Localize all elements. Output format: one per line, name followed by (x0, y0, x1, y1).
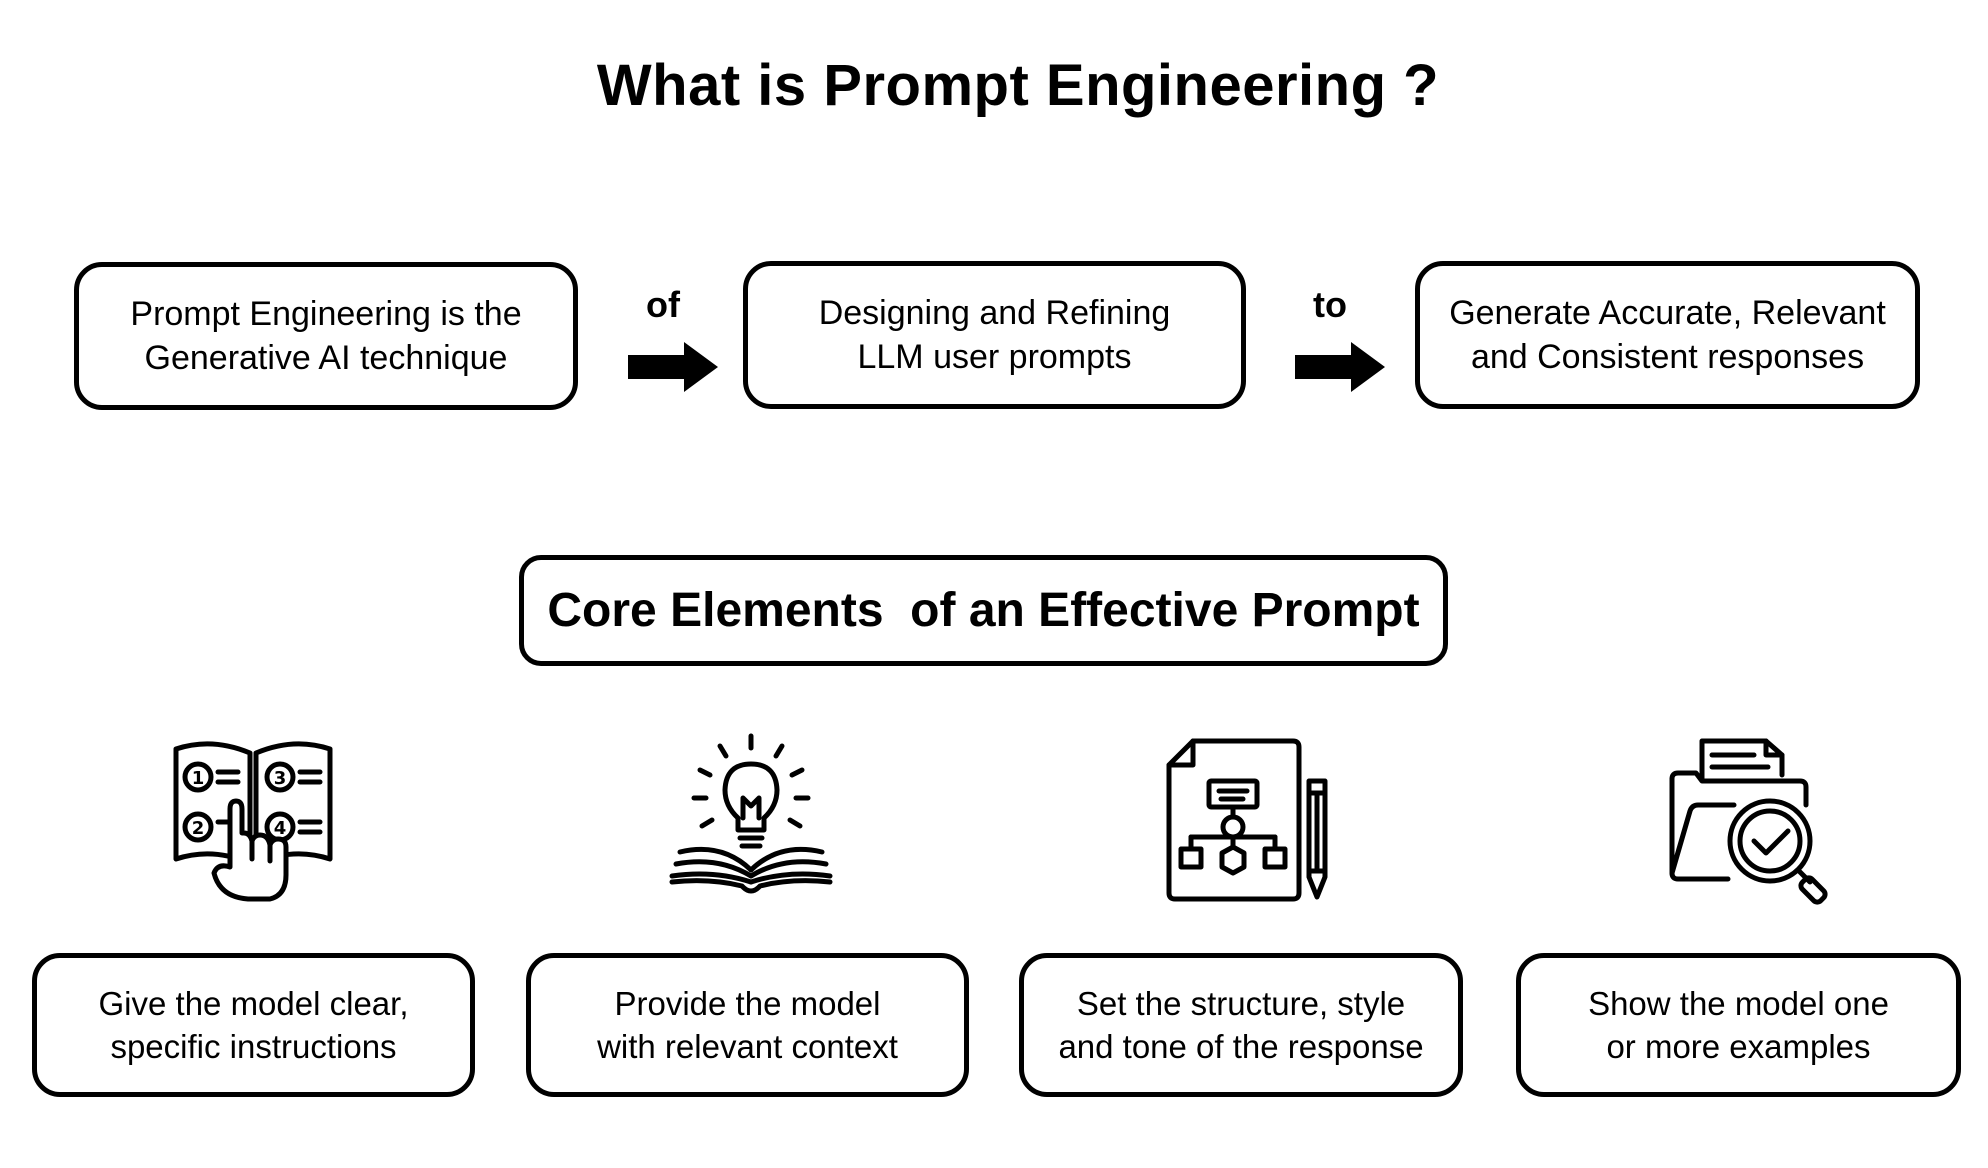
core-elements-title: Core Elements of an Effective Prompt (547, 583, 1420, 637)
definition-line-2: Generative AI technique (144, 339, 508, 377)
element-box-structure: Set the structure, style and tone of the… (1019, 953, 1463, 1097)
flowchart-document-pencil-icon (1166, 738, 1328, 902)
element-box-examples: Show the model one or more examples (1516, 953, 1961, 1097)
definition-box: Prompt Engineering is the Generative AI … (74, 262, 578, 410)
designing-line-1: Designing and Refining (818, 294, 1171, 332)
folder-magnifier-check-icon (1669, 738, 1828, 905)
element-line-1: Give the model clear, (98, 985, 409, 1022)
svg-text:3: 3 (274, 768, 287, 789)
designing-box: Designing and Refining LLM user prompts (743, 261, 1246, 409)
element-line-2: specific instructions (110, 1028, 397, 1065)
outcome-line-1: Generate Accurate, Relevant (1449, 294, 1886, 332)
element-line-2: with relevant context (597, 1028, 898, 1065)
outcome-box: Generate Accurate, Relevant and Consiste… (1415, 261, 1920, 409)
svg-text:2: 2 (192, 818, 205, 839)
svg-text:1: 1 (192, 768, 205, 789)
element-line-2: or more examples (1606, 1028, 1871, 1065)
element-line-1: Provide the model (614, 985, 881, 1022)
right-arrow-icon (628, 342, 718, 392)
element-line-1: Show the model one (1588, 985, 1889, 1022)
designing-line-2: LLM user prompts (857, 338, 1132, 376)
right-arrow-icon (1295, 342, 1385, 392)
element-line-2: and tone of the response (1058, 1028, 1424, 1065)
definition-line-1: Prompt Engineering is the (130, 295, 522, 333)
connector-word-of: of (646, 284, 680, 325)
element-line-1: Set the structure, style (1076, 985, 1406, 1022)
svg-text:4: 4 (274, 818, 287, 839)
element-box-context: Provide the model with relevant context (526, 953, 969, 1097)
connector-of: of (608, 284, 718, 404)
connector-word-to: to (1313, 284, 1347, 325)
connector-to: to (1275, 284, 1385, 404)
page-title: What is Prompt Engineering ? (596, 53, 1440, 118)
numbered-instructions-book-icon: 1 2 3 4 (173, 741, 333, 902)
element-box-instructions: Give the model clear, specific instructi… (32, 953, 475, 1097)
core-elements-title-box: Core Elements of an Effective Prompt (519, 555, 1448, 666)
lightbulb-book-icon (669, 733, 833, 894)
outcome-line-2: and Consistent responses (1470, 338, 1865, 376)
